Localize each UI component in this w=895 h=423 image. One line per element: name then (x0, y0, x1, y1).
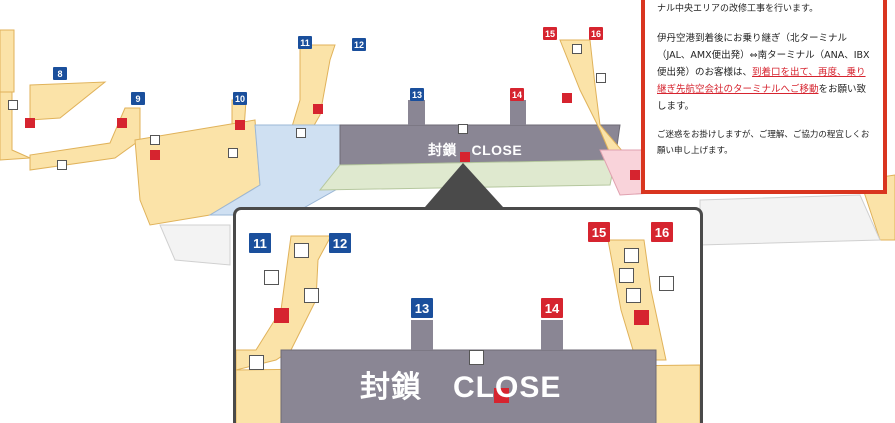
center-closed-pier-14 (510, 100, 526, 125)
gate-13-marker: 13 (410, 88, 424, 101)
notice-transfer-paragraph: 伊丹空港到着後にお乗り継ぎ（北ターミナル（JAL、AMX便出発）⇔南ターミナル（… (657, 30, 873, 115)
shop-icon (150, 135, 160, 145)
gate-15-marker: 15 (543, 27, 557, 40)
north-pier-9 (29, 107, 141, 171)
aed-icon (25, 118, 35, 128)
zoom-pier-13 (411, 320, 433, 350)
notice-text-end: をお願い致します。 (657, 84, 867, 112)
aed-icon (117, 118, 127, 128)
aed-icon (460, 152, 470, 162)
phone-icon (249, 355, 264, 370)
restroom-icon (626, 288, 641, 303)
aed-icon (494, 388, 509, 403)
shop-icon (458, 124, 468, 134)
lower-outline-right (699, 194, 881, 246)
notice-highlight: 到着口を出て、再度、乗り継ぎ先航空会社のターミナルへご移動 (657, 67, 866, 95)
notice-top-line: ナル中央エリアの改修工事を行います。 (657, 4, 819, 14)
phone-icon (8, 100, 18, 110)
zoom-north-pier (236, 235, 332, 371)
zoom-pier-14 (541, 320, 563, 350)
aed-icon (630, 170, 640, 180)
gate-12-marker: 12 (352, 38, 366, 51)
zoom-gate-16-marker: 16 (651, 222, 673, 242)
lower-outline (159, 224, 231, 266)
north-wing-far-left (0, 29, 15, 93)
gate-11-marker: 11 (298, 36, 312, 49)
restroom-icon (304, 288, 319, 303)
shop-icon (469, 350, 484, 365)
zoom-closed-area (280, 349, 657, 423)
restroom-icon (294, 243, 309, 258)
zoom-gate-12-marker: 12 (329, 233, 351, 253)
zoom-closed-area-label: 封鎖 CLOSE (360, 371, 562, 404)
smoking-area-icon (264, 270, 279, 285)
phone-icon (296, 128, 306, 138)
north-pier-8 (29, 81, 107, 121)
zoom-floor-plan (236, 235, 700, 423)
zoom-gate-14-marker: 14 (541, 298, 563, 318)
zoom-gate-15-marker: 15 (588, 222, 610, 242)
center-closed-pier-13 (408, 100, 425, 125)
smoking-area-icon (57, 160, 67, 170)
aed-icon (562, 93, 572, 103)
zoom-gate-11-marker: 11 (249, 233, 271, 253)
north-wing-left (0, 91, 31, 161)
closed-area-label: 封鎖 CLOSE (428, 142, 523, 158)
zoom-pointer (425, 163, 503, 207)
restroom-icon (624, 248, 639, 263)
gate-10-marker: 10 (233, 92, 247, 105)
notice-text: 伊丹空港到着後にお乗り継ぎ（北ターミナル（JAL、AMX便出発）⇔南ターミナル（… (657, 33, 870, 78)
transfer-notice: ナル中央エリアの改修工事を行います。 伊丹空港到着後にお乗り継ぎ（北ターミナル（… (641, 0, 887, 194)
aed-icon (150, 150, 160, 160)
aed-icon (235, 120, 245, 130)
gate-9-marker: 9 (131, 92, 145, 105)
aed-icon (313, 104, 323, 114)
gate-14-marker: 14 (510, 88, 524, 101)
notice-apology: ご迷惑をお掛けしますが、ご理解、ご協力の程宜しくお願い申し上げます。 (657, 130, 870, 156)
aed-icon (274, 308, 289, 323)
phone-icon (596, 73, 606, 83)
restroom-icon (228, 148, 238, 158)
restroom-icon (572, 44, 582, 54)
phone-icon (659, 276, 674, 291)
gate-8-marker: 8 (53, 67, 67, 80)
aed-icon (634, 310, 649, 325)
smoking-area-icon (619, 268, 634, 283)
zoom-gate-13-marker: 13 (411, 298, 433, 318)
zoom-inset: 11 12 13 14 15 16 (233, 207, 703, 423)
gate-16-marker: 16 (589, 27, 603, 40)
